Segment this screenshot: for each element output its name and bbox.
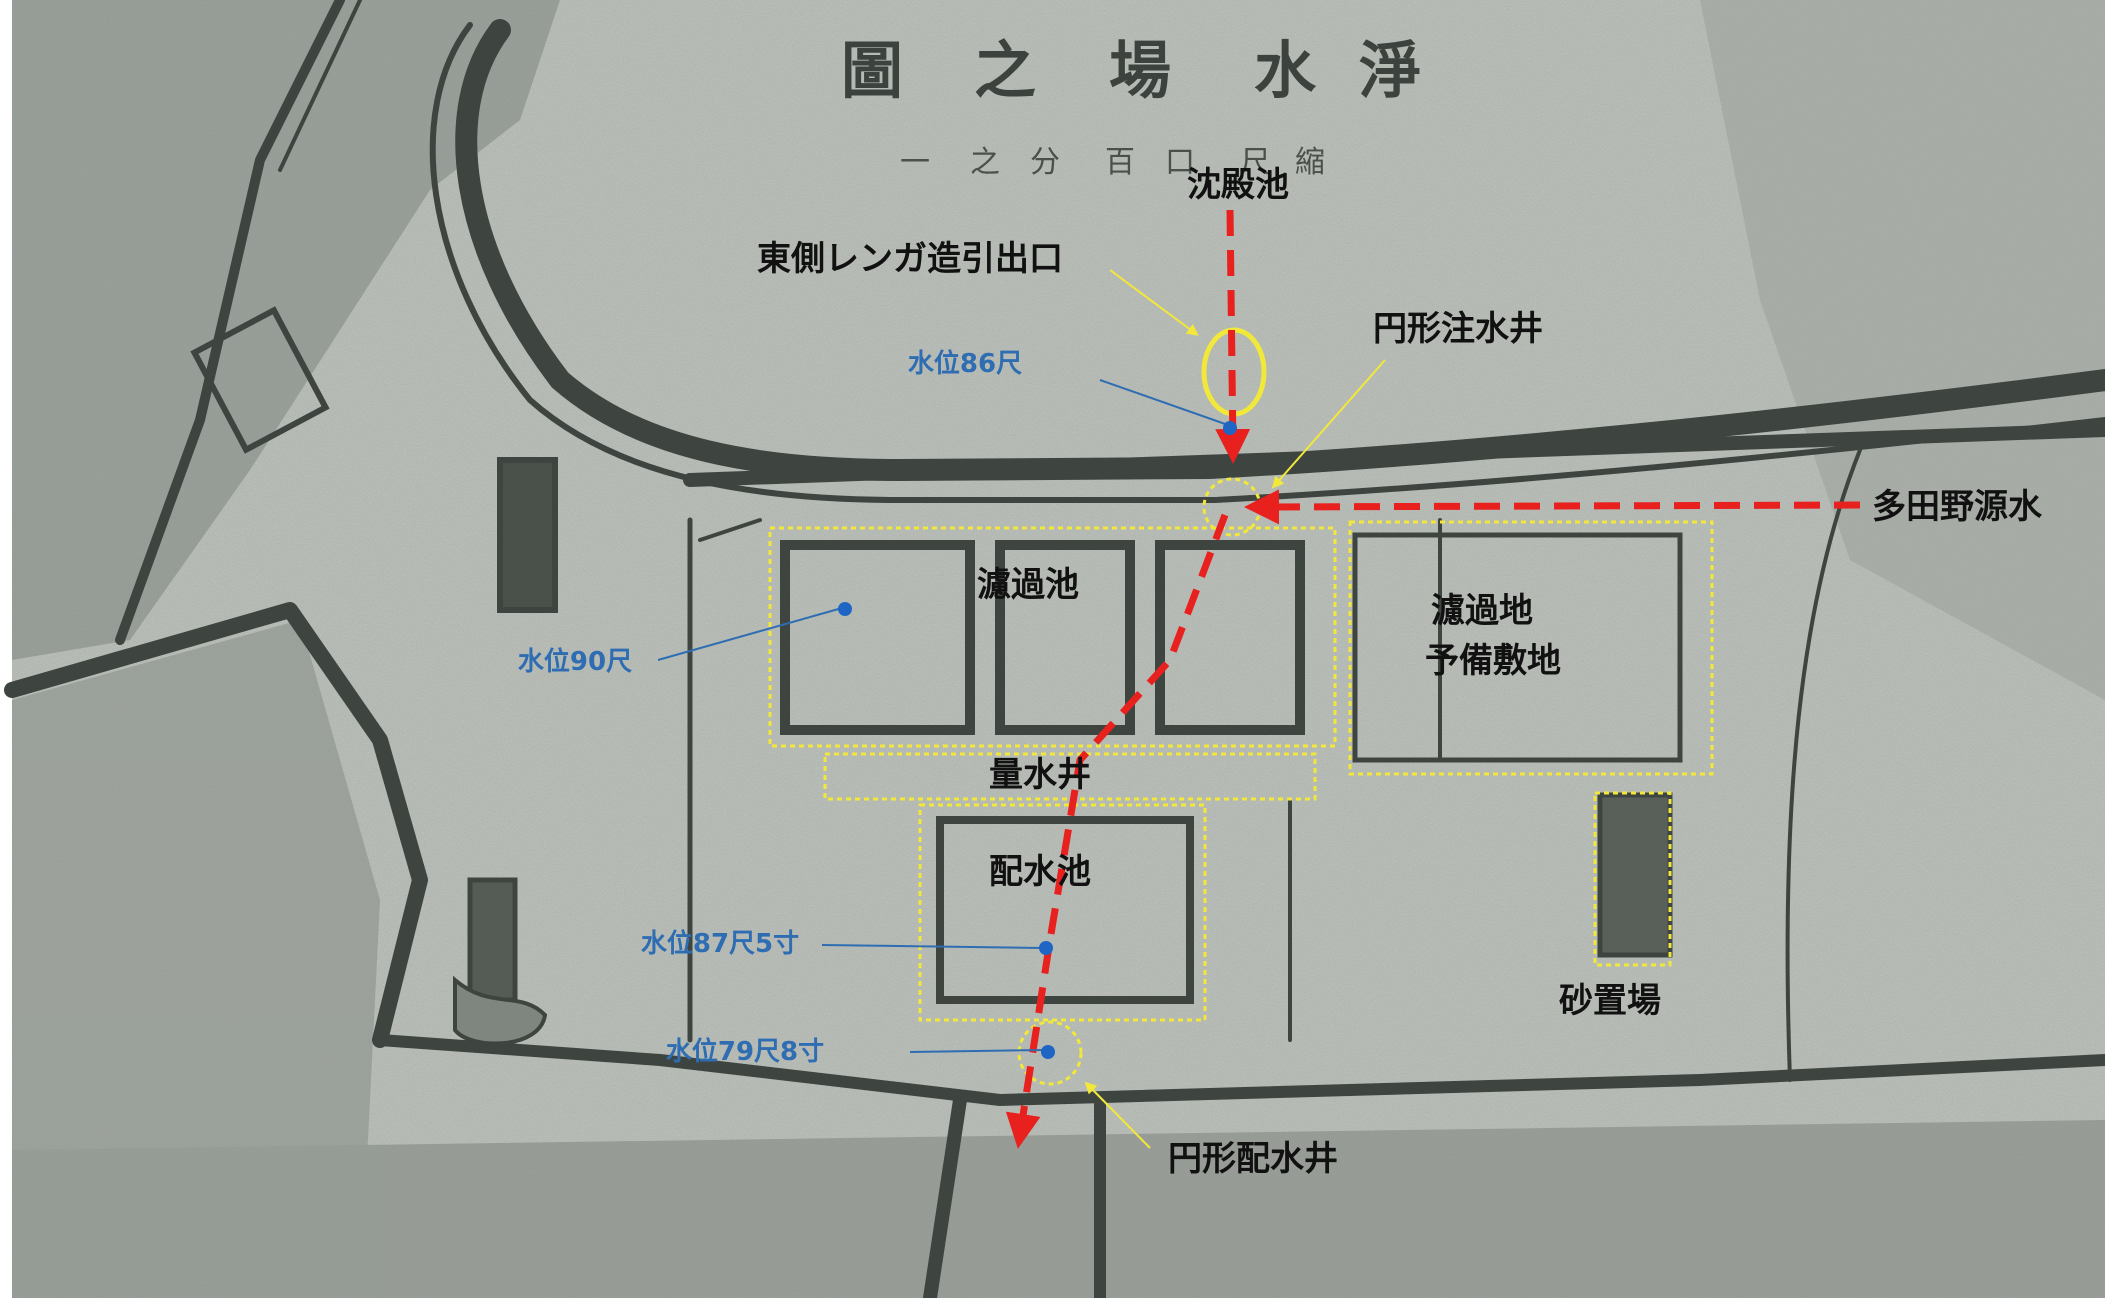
filter-reserve-label-line1: 濾過地: [1431, 591, 1533, 631]
map-scale-note-char: 之: [970, 145, 1000, 180]
east-brick-outlet-label: 東側レンガ造引出口: [757, 239, 1063, 279]
filter-reserve-outline: [1348, 520, 1714, 776]
outlet-water-level: 水位86尺: [908, 348, 1022, 379]
reservoir-outline: [918, 803, 1207, 1022]
distribution-well-water-level: 水位79尺8寸: [666, 1036, 824, 1067]
map-title-char: 水: [1254, 34, 1317, 107]
filter-level-dot: [838, 602, 852, 616]
filter-reserve-label-line2: 予備敷地: [1425, 641, 1561, 681]
distribution-well-level-dot: [1041, 1045, 1055, 1059]
map-title-char: 場: [1109, 34, 1171, 107]
facility-labels: 沈殿池 東側レンガ造引出口 円形注水井 多田野源水 濾過池 濾過地 予備敷地 量…: [757, 165, 2043, 1179]
tadano-source-label: 多田野源水: [1872, 487, 2043, 527]
sedimentation-pond-label: 沈殿池: [1187, 165, 1289, 205]
filter-water-level: 水位90尺: [518, 646, 632, 677]
map-title-char: 圖: [841, 34, 903, 107]
metering-well-outline: [823, 752, 1317, 801]
filter-pond-outline: [768, 526, 1337, 748]
water-level-labels: 水位86尺 水位90尺 水位87尺5寸 水位79尺8寸: [518, 348, 1022, 1067]
metering-well-label: 量水井: [989, 755, 1091, 795]
map-scale-note-char: 分: [1030, 145, 1060, 180]
map-title-char: 淨: [1359, 34, 1421, 107]
leader-lines: [657, 269, 1386, 1149]
reservoir-level-dot: [1039, 941, 1053, 955]
map-scale-note-char: 百: [1105, 145, 1135, 180]
map-scale-note-char: 尺: [1240, 145, 1270, 180]
facility-highlights: [768, 477, 1714, 1086]
sand-storage-label: 砂置場: [1559, 981, 1661, 1021]
filter-pond-label: 濾過池: [977, 565, 1079, 605]
map-title: 淨 水 場 之 圖 縮 尺 口 百 分 之 一: [841, 34, 1421, 180]
distribution-well-outline: [1017, 1020, 1083, 1086]
outlet-level-dot: [1223, 421, 1237, 435]
map-title-char: 之: [974, 34, 1036, 107]
map-scale-note-char: 一: [900, 145, 930, 180]
map-scale-note-char: 口: [1165, 145, 1195, 180]
water-level-points: [838, 421, 1237, 1059]
flow-intake-to-distribution: [1005, 513, 1229, 1149]
flow-sedimentation-to-intake: [1215, 209, 1251, 464]
reservoir-water-level: 水位87尺5寸: [641, 928, 799, 959]
water-flow: [1005, 209, 1861, 1149]
map-scale-note-char: 縮: [1295, 145, 1325, 180]
flow-tadano-to-intake: [1244, 489, 1861, 525]
circular-distribution-well-label: 円形配水井: [1168, 1139, 1338, 1179]
distribution-reservoir-label: 配水池: [989, 852, 1091, 892]
sand-storage-outline: [1593, 791, 1672, 967]
circular-intake-well-label: 円形注水井: [1373, 309, 1543, 349]
site-boundaries: [4, 0, 2105, 1298]
structures: [190, 306, 1683, 1046]
